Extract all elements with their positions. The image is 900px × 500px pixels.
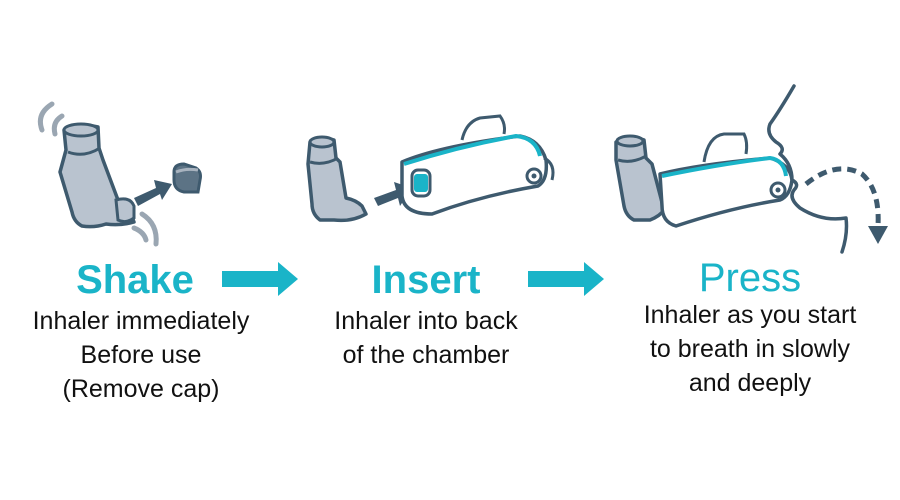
description-line: Inhaler as you start — [643, 301, 857, 329]
description-line: and deeply — [688, 369, 812, 397]
description-line: of the chamber — [342, 341, 510, 369]
direction-arrow-icon — [134, 180, 172, 206]
shake-motion-icon — [37, 101, 55, 133]
step-description-insert: Inhaler into back of the chamber — [300, 304, 552, 372]
description-line: (Remove cap) — [62, 375, 220, 403]
insert-illustration — [306, 114, 555, 223]
description-line: Inhaler immediately — [32, 307, 250, 335]
breath-direction-icon — [804, 166, 881, 227]
step-title-shake: Shake — [76, 258, 194, 302]
step-title-insert: Insert — [371, 258, 481, 302]
step-description-shake: Inhaler immediately Before use (Remove c… — [0, 304, 282, 406]
inhaler-icon — [614, 135, 666, 222]
description-line: Before use — [80, 341, 202, 369]
description-line: to breath in slowly — [649, 335, 851, 363]
description-line: Inhaler into back — [334, 307, 518, 335]
inhaler-icon — [306, 136, 368, 223]
arrow-right-icon — [528, 262, 604, 296]
shake-illustration — [37, 101, 202, 247]
step-description-press: Inhaler as you start to breath in slowly… — [605, 298, 895, 400]
arrow-right-icon — [222, 262, 298, 296]
press-illustration — [614, 84, 888, 254]
face-profile-icon — [767, 84, 849, 254]
step-title-press: Press — [698, 256, 802, 300]
